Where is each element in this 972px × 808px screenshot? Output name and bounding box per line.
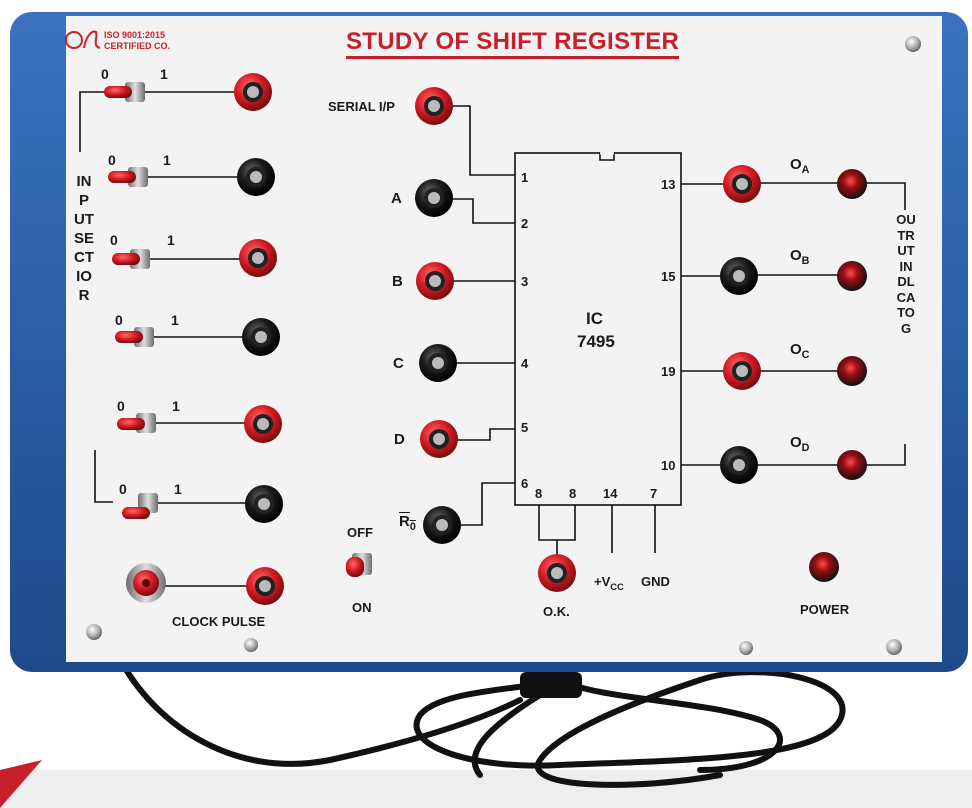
ok-socket[interactable] [538, 554, 576, 592]
output-qd-socket[interactable] [720, 446, 758, 484]
wiring [79, 91, 906, 587]
ic-part-number: 7495 [577, 332, 615, 351]
clock-pulse-button[interactable] [126, 563, 166, 603]
output-qd-led [837, 450, 867, 480]
pin-number: 8 [569, 486, 577, 501]
switch-high-label: 1 [174, 481, 182, 497]
red-socket[interactable] [244, 405, 282, 443]
company-logo [65, 30, 101, 49]
ic-label: IC [586, 309, 603, 328]
power-cord [115, 652, 846, 788]
ok-label: O.K. [543, 604, 570, 619]
output-qa-led [837, 169, 867, 199]
clock-pulse-socket[interactable] [246, 567, 284, 605]
board-title: STUDY OF SHIFT REGISTER [346, 28, 680, 59]
input-d-socket[interactable] [420, 420, 458, 458]
screw-icon [244, 638, 258, 652]
switch-high-label: 1 [171, 312, 179, 328]
pin-number: 10 [661, 458, 676, 473]
switch-low-label: 0 [110, 232, 118, 248]
output-qc-label: OC [790, 341, 810, 361]
screw-icon [86, 624, 102, 640]
input-a-label: A [391, 190, 402, 207]
cord-plug [520, 672, 582, 698]
pin-number: 19 [661, 364, 676, 379]
switch-high-label: 1 [172, 398, 180, 414]
off-label: OFF [347, 525, 373, 540]
pin-number: 7 [650, 486, 658, 501]
serial-input-socket[interactable] [415, 87, 453, 125]
output-qb-led [837, 261, 867, 291]
input-b-label: B [392, 273, 403, 290]
input-c-socket[interactable] [419, 344, 457, 382]
pin-number: 5 [521, 420, 529, 435]
output-qa-label: OA [790, 156, 810, 176]
iso-line-1: ISO 9001:2015 [104, 30, 166, 40]
input-a-socket[interactable] [415, 179, 453, 217]
power-toggle-switch[interactable] [346, 553, 372, 577]
pin-number: 13 [661, 177, 676, 192]
input-section-label: INPUT SECTIOR [74, 173, 95, 304]
reset-r0-label: R0 [399, 513, 416, 533]
output-indicator-label: OUTRUT INDLCATOG [896, 212, 916, 336]
pin-number: 15 [661, 269, 676, 284]
black-socket[interactable] [237, 158, 275, 196]
vcc-label: +VCC [594, 574, 624, 592]
red-socket[interactable] [234, 73, 272, 111]
red-socket[interactable] [239, 239, 277, 277]
output-qd-label: OD [790, 434, 810, 454]
clock-pulse-label: CLOCK PULSE [172, 614, 266, 629]
pin-number: 1 [521, 170, 529, 185]
switch-low-label: 0 [101, 66, 109, 82]
output-qa-socket[interactable] [723, 165, 761, 203]
pin-number: 3 [521, 274, 529, 289]
black-socket[interactable] [245, 485, 283, 523]
black-socket[interactable] [242, 318, 280, 356]
toggle-switch[interactable] [115, 327, 154, 347]
input-c-label: C [393, 355, 404, 372]
corner-accent [0, 760, 42, 808]
screw-icon [739, 641, 753, 655]
reset-r0-socket[interactable] [423, 506, 461, 544]
switch-high-label: 1 [167, 232, 175, 248]
output-qc-led [837, 356, 867, 386]
screw-icon [886, 639, 902, 655]
toggle-switch[interactable] [104, 82, 145, 102]
power-label: POWER [800, 602, 850, 617]
toggle-switch[interactable] [112, 249, 150, 269]
gnd-label: GND [641, 574, 670, 589]
switch-high-label: 1 [160, 66, 168, 82]
output-qc-socket[interactable] [723, 352, 761, 390]
screw-icon [905, 36, 921, 52]
iso-line-2: CERTIFIED CO. [104, 41, 171, 51]
output-qb-socket[interactable] [720, 257, 758, 295]
board-panel [66, 16, 942, 662]
toggle-switch[interactable] [122, 493, 158, 519]
pin-number: 2 [521, 216, 529, 231]
switch-low-label: 0 [119, 481, 127, 497]
power-led [809, 552, 839, 582]
on-label: ON [352, 600, 372, 615]
serial-input-label: SERIAL I/P [328, 99, 395, 114]
switch-low-label: 0 [117, 398, 125, 414]
input-d-label: D [394, 431, 405, 448]
pin-number: 14 [603, 486, 618, 501]
pin-number: 4 [521, 356, 529, 371]
output-qb-label: OB [790, 247, 810, 267]
toggle-switch[interactable] [108, 167, 148, 187]
switch-low-label: 0 [115, 312, 123, 328]
input-b-socket[interactable] [416, 262, 454, 300]
switch-high-label: 1 [163, 152, 171, 168]
pin-number: 6 [521, 476, 529, 491]
pin-number: 8 [535, 486, 543, 501]
switch-low-label: 0 [108, 152, 116, 168]
toggle-switch[interactable] [117, 413, 156, 433]
